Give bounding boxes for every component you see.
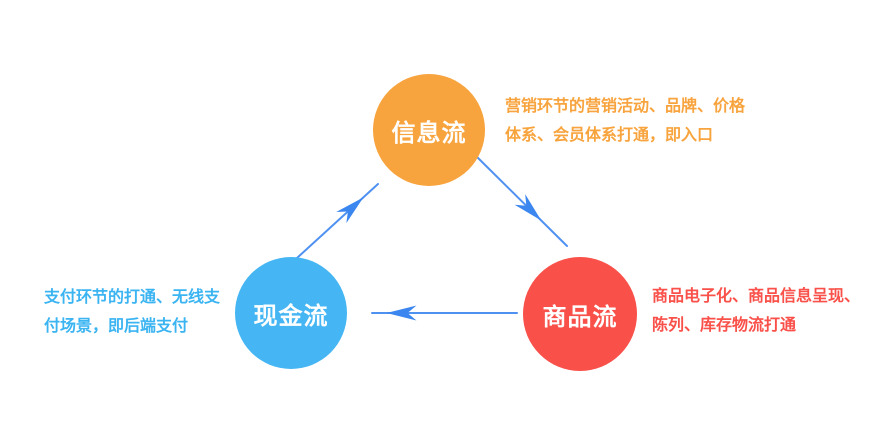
arrow-cash-to-info [296, 183, 379, 259]
note-goods: 商品电子化、商品信息呈现、 陈列、库存物流打通 [652, 282, 860, 340]
node-information-flow: 信息流 [373, 74, 485, 186]
note-payment-line-2: 付场景，即后端支付 [44, 318, 189, 335]
node-goods-flow-label: 商品流 [542, 303, 618, 331]
note-marketing-line-2: 体系、会员体系打通，即入口 [505, 127, 714, 144]
node-cash-flow: 现金流 [235, 257, 347, 369]
note-marketing-line-1: 营销环节的营销活动、品牌、价格 [505, 98, 746, 115]
note-payment: 支付环节的打通、无线支 付场景，即后端支付 [44, 283, 220, 341]
node-cash-flow-label: 现金流 [253, 302, 329, 330]
node-information-flow-label: 信息流 [391, 119, 467, 147]
node-goods-flow: 商品流 [523, 257, 637, 371]
note-payment-line-1: 支付环节的打通、无线支 [44, 289, 221, 306]
note-marketing: 营销环节的营销活动、品牌、价格 体系、会员体系打通，即入口 [505, 92, 745, 150]
arrow-info-to-goods [474, 154, 568, 247]
arrow-goods-to-cash [371, 305, 518, 321]
note-goods-line-2: 陈列、库存物流打通 [652, 317, 797, 334]
note-goods-line-1: 商品电子化、商品信息呈现、 [652, 288, 861, 305]
